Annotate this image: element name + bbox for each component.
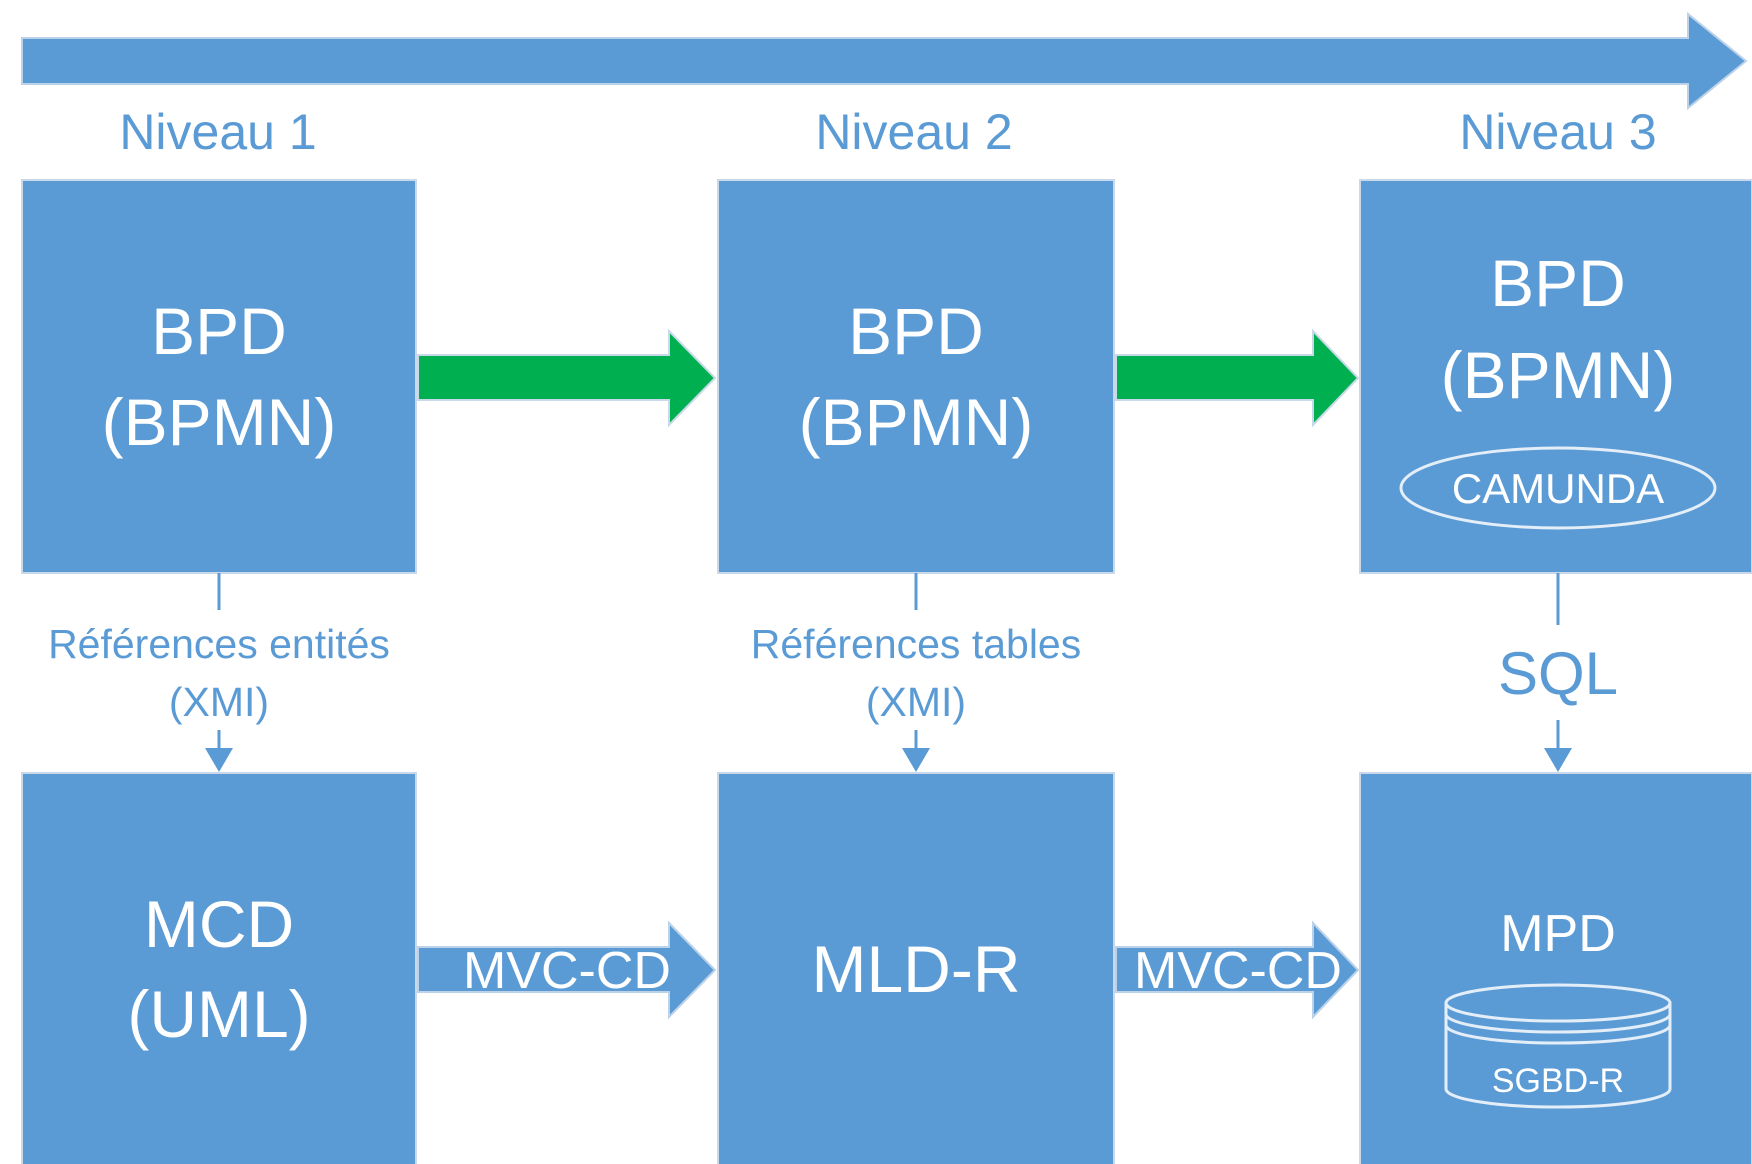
- camunda-badge-ellipse: [1399, 446, 1717, 530]
- top-box-2-subtitle: (BPMN): [799, 385, 1034, 459]
- camunda-badge-label: CAMUNDA: [1452, 465, 1664, 512]
- top-box-1: [21, 179, 417, 574]
- connector-1-sublabel: (XMI): [169, 679, 269, 725]
- connector-2-sublabel: (XMI): [866, 679, 966, 725]
- green-arrow-1-2: [417, 328, 717, 428]
- bottom-box-3-title: MPD: [1500, 905, 1616, 963]
- top-box-3-title: BPD: [1490, 246, 1626, 320]
- timeline-arrow: [21, 11, 1748, 111]
- green-arrow-2-3: [1115, 328, 1360, 428]
- database-icon: [1444, 983, 1672, 1109]
- connector-2-label: Références tables: [751, 621, 1081, 667]
- bottom-box-3: [1359, 772, 1752, 1164]
- top-box-3: [1359, 179, 1752, 574]
- connector-3-label: SQL: [1498, 640, 1618, 707]
- level-label-1: Niveau 1: [119, 104, 316, 160]
- top-box-3-subtitle: (BPMN): [1441, 338, 1676, 412]
- top-box-2: [717, 179, 1115, 574]
- bottom-arrow-1-2-label: MVC-CD: [463, 942, 671, 1000]
- bottom-arrow-1-2: [417, 920, 717, 1020]
- connector-1-arrowhead: [205, 748, 233, 772]
- connector-3-arrowhead: [1544, 748, 1572, 772]
- bottom-box-2: [717, 772, 1115, 1164]
- bottom-box-1-title: MCD: [144, 887, 294, 961]
- top-box-1-title: BPD: [151, 294, 287, 368]
- bottom-box-1: [21, 772, 417, 1164]
- database-label: SGBD-R: [1492, 1062, 1624, 1100]
- level-label-3: Niveau 3: [1459, 104, 1656, 160]
- top-box-1-subtitle: (BPMN): [102, 385, 337, 459]
- bottom-box-2-title: MLD-R: [812, 932, 1021, 1006]
- bottom-arrow-2-3: [1115, 920, 1360, 1020]
- level-label-2: Niveau 2: [815, 104, 1012, 160]
- connector-1-label: Références entités: [48, 621, 390, 667]
- bottom-box-1-subtitle: (UML): [127, 977, 310, 1051]
- top-box-2-title: BPD: [848, 294, 984, 368]
- bottom-arrow-2-3-label: MVC-CD: [1134, 942, 1342, 1000]
- connector-2-arrowhead: [902, 748, 930, 772]
